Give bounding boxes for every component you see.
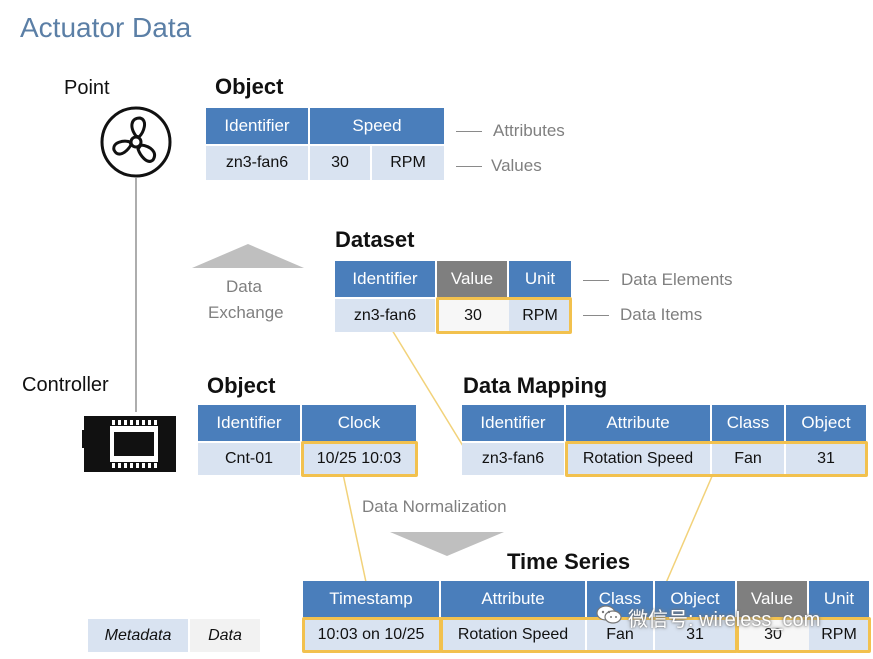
dataset-header-identifier: Identifier — [335, 261, 437, 297]
dataset-value-value: 30 — [437, 299, 509, 332]
data-elements-leader — [583, 280, 609, 281]
data-exchange-arrow — [192, 244, 304, 268]
data-items-annotation: Data Items — [620, 305, 703, 324]
point-label: Point — [64, 77, 110, 99]
timeseries-heading: Time Series — [507, 549, 631, 574]
data-exchange-label-1: Data — [226, 277, 262, 296]
mapping-heading: Data Mapping — [463, 373, 608, 398]
values-leader — [456, 166, 482, 167]
controller-label: Controller — [22, 374, 109, 396]
dataset-mapping-connector — [391, 329, 464, 447]
wechat-icon — [596, 604, 622, 626]
object-ctrl-header-identifier: Identifier — [198, 405, 302, 441]
watermark-text: 微信号: wireless_com — [628, 609, 821, 631]
object-top-value-speed: 30 — [310, 146, 372, 180]
ts-header-attribute: Attribute — [441, 581, 587, 617]
object-top-heading: Object — [215, 74, 284, 99]
attributes-leader — [456, 131, 482, 132]
ts-header-value: Value — [737, 581, 809, 617]
object-ctrl-value-clock: 10/25 10:03 — [302, 443, 416, 475]
dataset-value-unit: RPM — [509, 299, 571, 332]
ts-header-unit: Unit — [809, 581, 869, 617]
legend-data: Data — [190, 619, 260, 652]
dataset-value-identifier: zn3-fan6 — [335, 299, 437, 332]
ts-value-value: 30 — [737, 619, 809, 651]
mapping-header-attribute: Attribute — [566, 405, 712, 441]
ts-header-object: Object — [655, 581, 737, 617]
dataset-header-unit: Unit — [509, 261, 571, 297]
values-annotation: Values — [491, 156, 542, 175]
mapping-value-attribute: Rotation Speed — [566, 443, 712, 475]
dataset-heading: Dataset — [335, 227, 415, 252]
object-ctrl-value-identifier: Cnt-01 — [198, 443, 302, 475]
ts-value-attribute: Rotation Speed — [441, 619, 587, 651]
attributes-annotation: Attributes — [493, 121, 565, 140]
object-ctrl-header-clock: Clock — [302, 405, 416, 441]
object-top-value-unit: RPM — [372, 146, 444, 180]
fan-icon — [100, 106, 172, 178]
mapping-value-object: 31 — [786, 443, 866, 475]
object-top-header-identifier: Identifier — [206, 108, 310, 144]
ts-value-timestamp: 10:03 on 10/25 — [303, 619, 441, 651]
object-top-header-speed: Speed — [310, 108, 444, 144]
legend-metadata: Metadata — [88, 619, 188, 652]
mapping-header-identifier: Identifier — [462, 405, 566, 441]
normalization-arrow — [390, 532, 504, 556]
mapping-value-identifier: zn3-fan6 — [462, 443, 566, 475]
dataset-header-value: Value — [437, 261, 509, 297]
data-exchange-label-2: Exchange — [208, 303, 284, 322]
ts-value-class: Fan — [587, 619, 655, 651]
ts-value-object: 31 — [655, 619, 737, 651]
data-elements-annotation: Data Elements — [621, 270, 733, 289]
ts-header-timestamp: Timestamp — [303, 581, 441, 617]
normalization-label: Data Normalization — [362, 497, 507, 516]
mapping-header-class: Class — [712, 405, 786, 441]
controller-chip-icon — [82, 412, 178, 476]
data-items-leader — [583, 315, 609, 316]
object-top-value-identifier: zn3-fan6 — [206, 146, 310, 180]
object-ctrl-heading: Object — [207, 373, 276, 398]
ts-value-unit: RPM — [809, 619, 869, 651]
page-title: Actuator Data — [20, 12, 192, 43]
mapping-value-class: Fan — [712, 443, 786, 475]
mapping-header-object: Object — [786, 405, 866, 441]
